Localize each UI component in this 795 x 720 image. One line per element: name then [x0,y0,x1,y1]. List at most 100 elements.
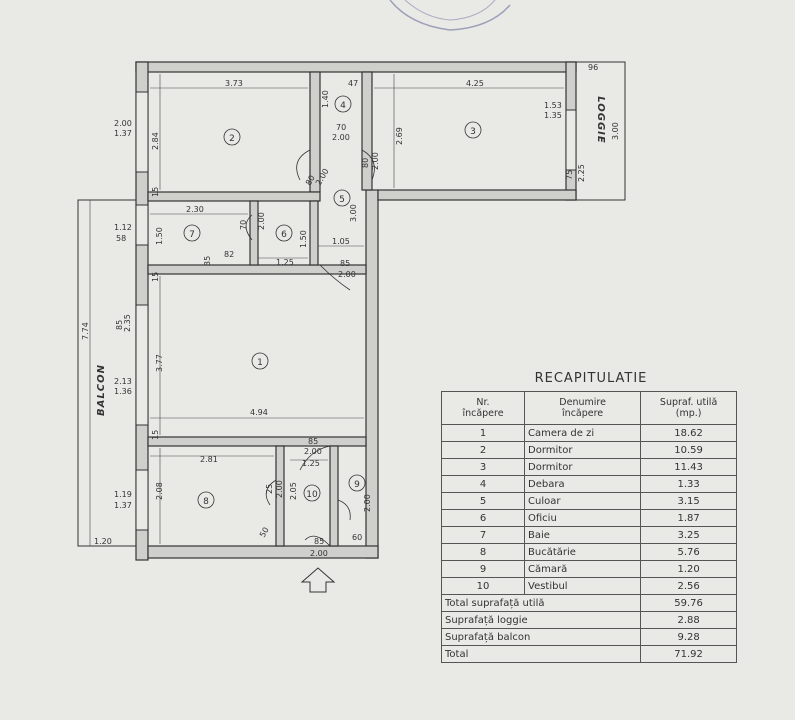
total-label: Suprafață balcon [440,628,642,646]
table-cell-area: 10.59 [640,441,737,459]
dim-text: 2.81 [200,455,218,464]
dim-text: 2.00 [371,152,380,170]
table-cell-nr: 2 [441,441,525,459]
dim-text: 2.00 [332,133,350,142]
room-7-number: 7 [189,230,195,240]
room-6-number: 6 [281,230,287,240]
table-cell-nr: 6 [441,509,525,527]
balcony-outline [77,199,136,547]
dim-text: 1.25 [276,258,294,267]
table-cell-area: 2.56 [640,577,737,595]
dim-text: 15 [151,187,160,197]
dim-text: 15 [151,272,160,282]
dim-text: 1.35 [544,111,562,120]
dim-text: 2.25 [577,164,586,182]
table-cell-area: 3.25 [640,526,737,544]
table-cell-nr: 1 [441,424,525,442]
wall-int-g [147,436,367,447]
table-cell-nr: 5 [441,492,525,510]
dim-text: 25 [265,484,274,494]
dim-text: 1.12 [114,223,132,232]
dim-text: 2.00 [363,494,372,512]
wall-loggie-bottom [377,189,577,201]
table-cell-name: Debara [523,475,642,493]
wall-top [135,61,577,73]
table-header-row: Nr. încăpere Denumire încăpere Supraf. u… [441,391,737,425]
table-cell-area: 1.87 [640,509,737,527]
dim-text: 1.19 [114,490,132,499]
table-cell-nr: 8 [441,543,525,561]
loggia-label: LOGGIE [595,96,606,143]
col-header-area: Supraf. utilă (mp.) [640,391,737,425]
table-cell-nr: 3 [441,458,525,476]
table-cell-area: 5.76 [640,543,737,561]
table-cell-nr: 10 [441,577,525,595]
dim-text: 1.53 [544,101,562,110]
col-header-nr: Nr. încăpere [441,391,525,425]
dim-text: 1.50 [155,227,164,245]
table-cell-name: Vestibul [523,577,642,595]
wall-int-c [147,191,321,202]
dim-text: 2.00 [304,447,322,456]
dim-text: 75 [565,170,574,180]
room-2-number: 2 [229,134,235,144]
dim-text: 2.84 [151,132,160,150]
table-cell-area: 1.20 [640,560,737,578]
dim-text: 58 [116,234,126,243]
dim-text: 1.37 [114,501,132,510]
table-cell-name: Culoar [523,492,642,510]
table-cell-nr: 9 [441,560,525,578]
table-cell-area: 11.43 [640,458,737,476]
dim-text: 2.13 [114,377,132,386]
dim-text: 1.20 [94,537,112,546]
wall-bottom [147,545,379,559]
table-cell-area: 18.62 [640,424,737,442]
dim-text: 2.30 [186,205,204,214]
recapitulation-panel: RECAPITULATIE Nr. încăpere Denumire încă… [440,371,741,663]
wall-int-b [361,71,373,191]
dim-text: 2.00 [275,480,284,498]
dim-text: 1.40 [321,90,330,108]
dim-text: 1.50 [299,230,308,248]
dim-text: 1.36 [114,387,132,396]
recap-table: Nr. încăpere Denumire încăpere Supraf. u… [440,391,737,663]
table-cell-area: 1.33 [640,475,737,493]
room-4-number: 4 [340,101,346,111]
table-cell-name: Bucătărie [523,543,642,561]
dim-text: 2.35 [123,314,132,332]
dim-text: 35 [203,256,212,266]
dim-text: 2.08 [155,482,164,500]
dim-text: 85 [115,320,124,330]
table-cell-name: Baie [523,526,642,544]
total-value: 71.92 [640,645,737,663]
dim-text: 15 [151,430,160,440]
table-cell-name: Camera de zi [523,424,642,442]
dim-text: 3.00 [611,122,620,140]
room-5-number: 5 [339,195,345,205]
dim-text: 85 [340,259,350,268]
room-8-number: 8 [203,497,209,507]
dim-text: 3.73 [225,79,243,88]
room-9-number: 9 [354,480,360,490]
table-cell-area: 3.15 [640,492,737,510]
dim-text: 4.94 [250,408,268,417]
dim-text: 2.00 [338,270,356,279]
total-label: Suprafață loggie [440,611,642,629]
table-cell-name: Oficiu [523,509,642,527]
table-cell-nr: 4 [441,475,525,493]
dim-text: 3.77 [155,354,164,372]
dim-text: 1.25 [302,459,320,468]
dim-text: 50 [258,526,271,539]
entrance-arrow-icon [300,567,336,593]
total-value: 2.88 [640,611,737,629]
